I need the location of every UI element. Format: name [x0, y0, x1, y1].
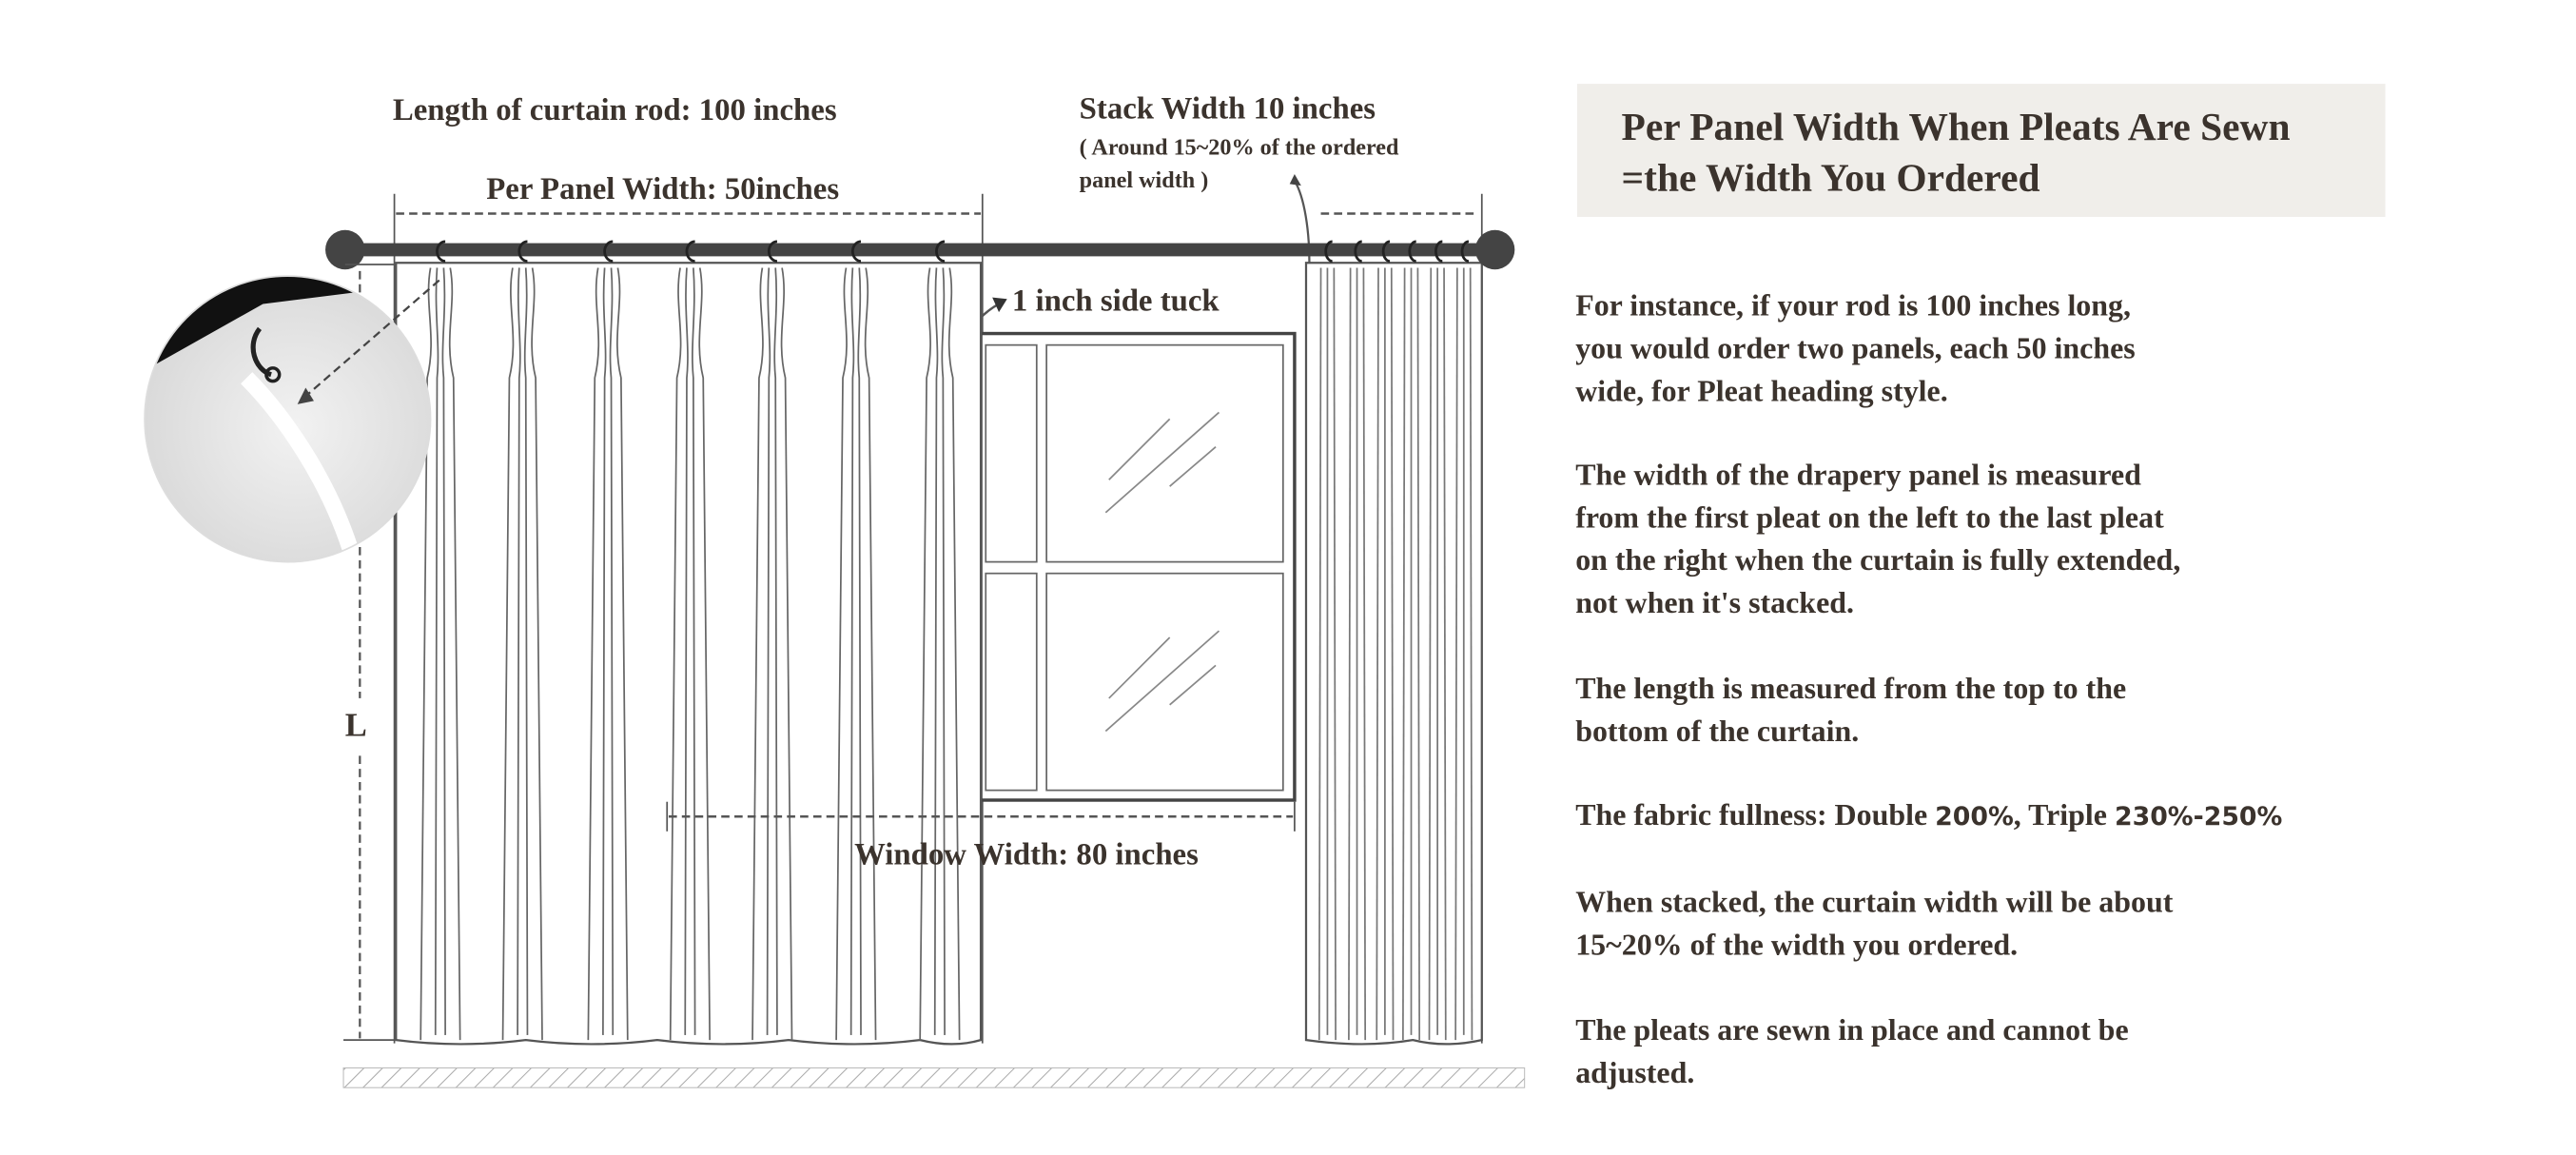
- paragraph-line: bottom of the curtain.: [1575, 715, 1859, 748]
- pleat: [1454, 267, 1458, 1041]
- ring-icon: [685, 240, 695, 263]
- paragraph-line: The pleats are sewn in place and cannot …: [1575, 1013, 2128, 1047]
- heading-box: [1576, 84, 2386, 217]
- pleat: [448, 267, 461, 1041]
- pleat: [501, 267, 515, 1041]
- pleat: [1443, 267, 1447, 1041]
- ring-icon: [1408, 240, 1416, 263]
- ring-icon: [603, 240, 614, 263]
- pleat: [1416, 267, 1421, 1041]
- ring-icon: [436, 240, 446, 263]
- pleat: [857, 267, 862, 1035]
- pleat: [835, 267, 848, 1041]
- pleat: [420, 267, 432, 1041]
- floor: [342, 1067, 1526, 1088]
- fullness-line: The fabric fullness: Double 200%, Triple…: [1575, 798, 2282, 832]
- paragraph-line: 15~20% of the width you ordered.: [1575, 928, 2018, 961]
- heading-line2: =the Width You Ordered: [1622, 155, 2040, 199]
- window-width-dimension: [666, 801, 1296, 832]
- paragraph-line: For instance, if your rod is 100 inches …: [1575, 289, 2131, 323]
- curtain-rod: [325, 229, 1515, 270]
- ring-icon: [1381, 240, 1391, 263]
- pleat: [1333, 267, 1337, 1041]
- pleat: [1469, 267, 1473, 1041]
- panel-width-label: Per Panel Width: 50inches: [486, 172, 839, 206]
- pleat: [766, 267, 771, 1035]
- stack-note-line1: ( Around 15~20% of the ordered: [1080, 134, 1399, 160]
- stack-note-line2: panel width ): [1080, 167, 1209, 193]
- paragraph-line: When stacked, the curtain width will be …: [1575, 885, 2174, 918]
- pleat: [1348, 267, 1352, 1041]
- window-illustration: [979, 331, 1297, 802]
- pleat: [609, 267, 615, 1035]
- pleat: [616, 267, 629, 1041]
- paragraph-line: not when it's stacked.: [1575, 586, 1854, 619]
- paragraph-line: The width of the drapery panel is measur…: [1575, 458, 2141, 491]
- pleat: [531, 267, 543, 1041]
- pleat: [773, 267, 778, 1035]
- ring-icon: [851, 240, 862, 263]
- pleat: [684, 267, 689, 1035]
- ring-icon: [1354, 240, 1362, 263]
- window-width-label: Window Width: 80 inches: [854, 837, 1199, 871]
- pleat: [669, 267, 682, 1041]
- pleat: [849, 267, 855, 1035]
- ring-icon: [1324, 240, 1333, 263]
- pleat: [751, 267, 764, 1041]
- pleat: [1376, 267, 1379, 1041]
- rod-finial-right: [1474, 229, 1515, 270]
- pleat: [864, 267, 877, 1041]
- stack-width-label: Stack Width 10 inches: [1080, 91, 1376, 126]
- heading-line1: Per Panel Width When Pleats Are Sewn: [1622, 105, 2291, 148]
- ring-icon: [1460, 240, 1470, 263]
- rod-finial-left: [325, 229, 365, 270]
- rod-length-label: Length of curtain rod: 100 inches: [393, 93, 837, 127]
- pleat: [780, 267, 793, 1041]
- paragraph-line: on the right when the curtain is fully e…: [1575, 543, 2180, 577]
- ring-icon: [935, 240, 946, 263]
- pleat: [1402, 267, 1406, 1041]
- paragraph-line: you would order two panels, each 50 inch…: [1575, 331, 2136, 364]
- pleat: [1428, 267, 1433, 1041]
- paragraph-line: The length is measured from the top to t…: [1575, 672, 2126, 705]
- side-tuck-label: 1 inch side tuck: [1012, 284, 1220, 318]
- ring-icon: [1434, 240, 1443, 263]
- pleat: [441, 267, 446, 1035]
- ring-icon: [517, 240, 528, 263]
- pleat: [692, 267, 696, 1035]
- paragraph-line: wide, for Pleat heading style.: [1575, 374, 1948, 407]
- pleat: [941, 267, 946, 1035]
- paragraph-line: adjusted.: [1575, 1056, 1694, 1089]
- pleat: [698, 267, 711, 1041]
- pleat: [517, 267, 521, 1035]
- pleat: [587, 267, 600, 1041]
- ring-icon: [767, 240, 778, 263]
- curtain-panel-stacked: [1304, 262, 1483, 1046]
- paragraph-line: from the first pleat on the left to the …: [1575, 500, 2164, 534]
- pleat: [919, 267, 931, 1041]
- pleat: [1362, 267, 1367, 1041]
- pleat: [523, 267, 529, 1035]
- pleat: [933, 267, 939, 1035]
- pleat: [1390, 267, 1395, 1041]
- pleat: [1317, 267, 1322, 1041]
- length-label: L: [345, 708, 367, 744]
- curtain-panel-left: [395, 262, 983, 1046]
- pleat: [602, 267, 607, 1035]
- info-panel: Per Panel Width When Pleats Are Sewn =th…: [1575, 84, 2386, 1089]
- pleat: [947, 267, 961, 1041]
